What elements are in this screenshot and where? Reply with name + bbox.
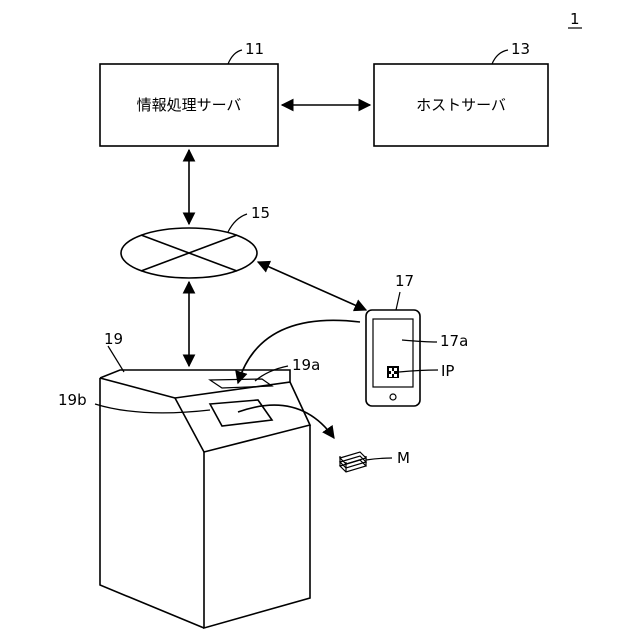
host-server-ref: 13 xyxy=(511,40,530,58)
terminal-front-face xyxy=(204,425,310,628)
host-server: ホストサーバ 13 xyxy=(374,40,548,146)
outlet-leader xyxy=(95,404,210,413)
terminal-top-left-edge xyxy=(100,378,175,398)
code-image xyxy=(387,366,399,378)
smartphone-ref: 17 xyxy=(395,272,414,290)
outlet-medium-arrow xyxy=(238,405,334,438)
info-server-label: 情報処理サーバ xyxy=(137,96,242,114)
medium-leader xyxy=(366,458,392,460)
smartphone-home-button xyxy=(390,394,396,400)
smartphone-leader xyxy=(396,292,400,310)
image-leader xyxy=(399,370,438,372)
figure-number: 1 xyxy=(570,10,580,28)
image-ref: IP xyxy=(441,362,454,380)
network-phone-arrow xyxy=(258,262,366,310)
network-ref: 15 xyxy=(251,204,270,222)
host-server-leader xyxy=(492,50,508,64)
info-server: 情報処理サーバ 11 xyxy=(100,40,278,146)
outlet-slot xyxy=(210,400,272,426)
info-server-ref: 11 xyxy=(245,40,264,58)
smartphone-body xyxy=(366,310,420,406)
terminal-ref: 19 xyxy=(104,330,123,348)
outlet-ref: 19b xyxy=(58,391,87,409)
screen-ref: 17a xyxy=(440,332,468,350)
terminal-leader xyxy=(108,346,124,372)
medium-ref: M xyxy=(397,449,410,467)
terminal-left-face xyxy=(100,378,204,628)
host-server-label: ホストサーバ xyxy=(416,96,506,114)
info-server-leader xyxy=(228,50,242,64)
medium: M xyxy=(340,449,410,472)
reader-ref: 19a xyxy=(292,356,320,374)
terminal: 19 19a 19b xyxy=(58,330,320,628)
reader-slot xyxy=(210,379,272,388)
smartphone: 17 17a IP xyxy=(366,272,468,406)
network-leader xyxy=(228,214,247,232)
network: 15 xyxy=(121,204,270,278)
terminal-slanted-panel xyxy=(175,382,310,452)
